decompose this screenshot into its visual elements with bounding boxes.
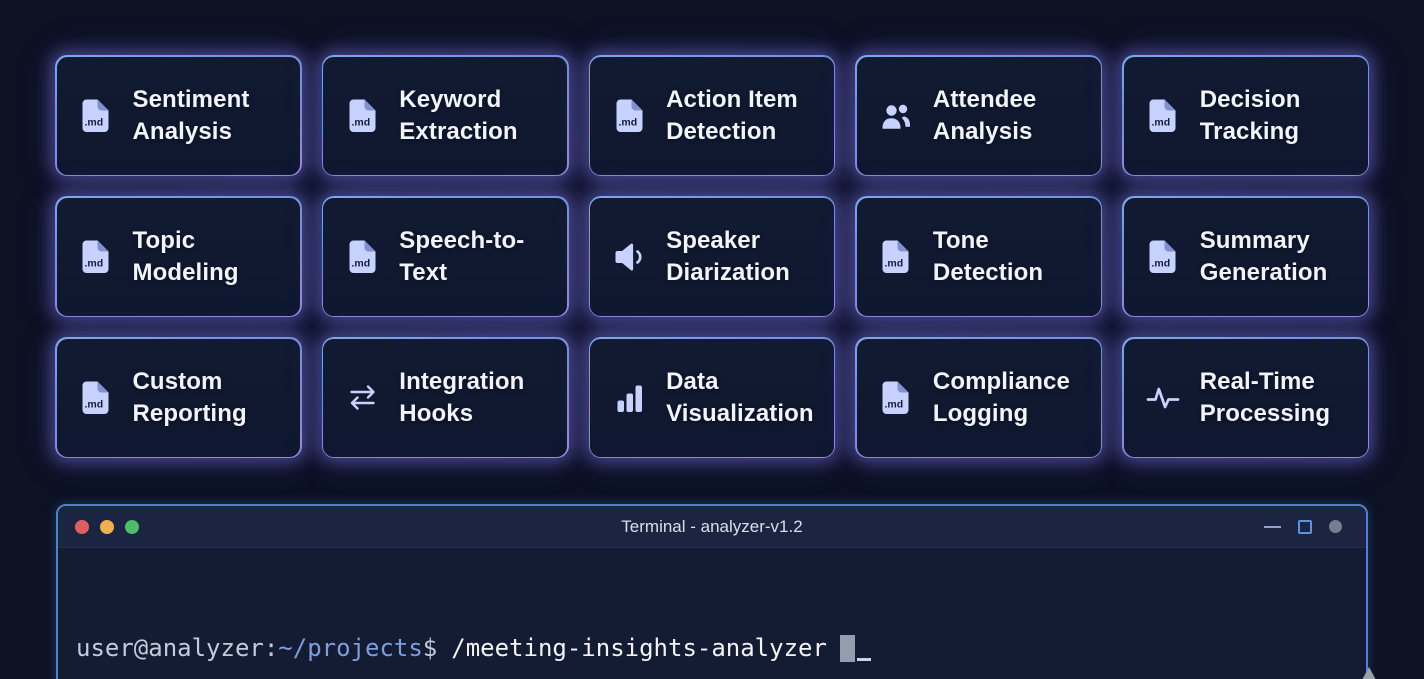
feature-card-inner: .md Action Item Detection [590, 56, 834, 175]
card-sentiment-analysis[interactable]: .md Sentiment Analysis [55, 55, 302, 176]
mouse-cursor-pointer [1362, 667, 1376, 679]
card-label: Keyword Extraction [399, 85, 518, 145]
card-label: Speaker Diarization [666, 226, 790, 286]
feature-card-inner: Data Visualization [590, 338, 834, 457]
prompt-symbol: $ [422, 634, 438, 662]
window-status-circle-icon[interactable] [1329, 520, 1342, 533]
card-label: Summary Generation [1199, 226, 1328, 286]
card-attendee-analysis[interactable]: Attendee Analysis [855, 55, 1103, 176]
svg-text:.md: .md [1152, 116, 1171, 128]
svg-text:.md: .md [85, 116, 104, 128]
card-integration-hooks[interactable]: Integration Hooks [321, 337, 569, 458]
svg-text:.md: .md [1152, 257, 1171, 269]
feature-card-inner: .md Sentiment Analysis [56, 56, 301, 175]
card-keyword-extraction[interactable]: .md Keyword Extraction [321, 55, 569, 176]
prompt-command: /meeting-insights-analyzer [451, 634, 827, 662]
card-decision-tracking[interactable]: .md Decision Tracking [1122, 55, 1369, 176]
card-custom-reporting[interactable]: .md Custom Reporting [55, 337, 302, 458]
md-file-icon: .md [79, 240, 113, 274]
svg-text:.md: .md [618, 116, 637, 128]
window-controls [1264, 519, 1342, 534]
close-traffic-light[interactable] [75, 519, 89, 534]
feature-card-inner: .md Topic Modeling [56, 197, 301, 316]
card-label: Speech-to-Text [399, 226, 525, 286]
activity-icon [1146, 384, 1180, 412]
maximize-window-icon[interactable] [1298, 519, 1312, 534]
feature-card-inner: Speaker Diarization [590, 197, 834, 316]
card-real-time-processing[interactable]: Real-Time Processing [1122, 337, 1369, 458]
card-topic-modeling[interactable]: .md Topic Modeling [55, 196, 302, 317]
md-file-icon: .md [879, 240, 913, 274]
card-label: Real-Time Processing [1199, 367, 1331, 427]
svg-text:.md: .md [885, 257, 904, 269]
md-file-icon: .md [1146, 99, 1180, 133]
card-compliance-logging[interactable]: .md Compliance Logging [855, 337, 1103, 458]
card-label: Topic Modeling [132, 226, 239, 286]
md-file-icon: .md [612, 99, 646, 133]
md-file-icon: .md [345, 240, 379, 274]
svg-text:.md: .md [351, 257, 370, 269]
card-label: Custom Reporting [132, 367, 247, 427]
svg-text:.md: .md [85, 257, 104, 269]
card-speech-to-text[interactable]: .md Speech-to-Text [321, 196, 569, 317]
md-file-icon: .md [879, 381, 913, 415]
card-label: Action Item Detection [666, 85, 798, 145]
minimize-window-icon[interactable] [1264, 525, 1281, 528]
prompt-user: user@analyzer: [76, 634, 279, 662]
svg-text:.md: .md [85, 398, 104, 410]
card-label: Sentiment Analysis [132, 85, 250, 145]
md-file-icon: .md [345, 99, 379, 133]
cursor-underscore [856, 658, 871, 661]
feature-card-inner: .md Speech-to-Text [323, 197, 568, 316]
card-label: Tone Detection [932, 226, 1044, 286]
card-tone-detection[interactable]: .md Tone Detection [855, 196, 1103, 317]
card-action-item-detection[interactable]: .md Action Item Detection [588, 55, 836, 176]
svg-text:.md: .md [885, 398, 904, 410]
feature-grid: .md Sentiment Analysis .md Keyword Extra… [55, 55, 1369, 458]
feature-card-inner: .md Tone Detection [856, 197, 1101, 316]
terminal-titlebar[interactable]: Terminal - analyzer-v1.2 [58, 506, 1366, 548]
card-label: Attendee Analysis [932, 85, 1037, 145]
traffic-lights [58, 519, 139, 534]
card-label: Data Visualization [666, 367, 814, 427]
md-file-icon: .md [79, 381, 113, 415]
minimize-traffic-light[interactable] [100, 519, 114, 534]
transfer-arrows-icon [345, 383, 379, 412]
feature-card-inner: .md Decision Tracking [1123, 56, 1368, 175]
terminal-window: Terminal - analyzer-v1.2 user@analyzer:~… [56, 504, 1368, 679]
card-label: Integration Hooks [399, 367, 525, 427]
feature-card-inner: .md Compliance Logging [856, 338, 1101, 457]
terminal-body[interactable]: user@analyzer:~/projects$ /meeting-insigh… [58, 548, 1366, 679]
prompt-line: user@analyzer:~/projects$ /meeting-insigh… [76, 632, 1346, 664]
users-icon [879, 101, 913, 131]
md-file-icon: .md [1146, 240, 1180, 274]
volume-icon [612, 242, 646, 272]
bar-chart-icon [612, 382, 646, 413]
terminal-cursor [839, 634, 855, 662]
terminal-title: Terminal - analyzer-v1.2 [621, 516, 803, 536]
card-summary-generation[interactable]: .md Summary Generation [1122, 196, 1369, 317]
prompt-path: ~/projects [278, 634, 423, 662]
feature-card-inner: .md Custom Reporting [56, 338, 301, 457]
md-file-icon: .md [79, 99, 113, 133]
feature-card-inner: Real-Time Processing [1123, 338, 1368, 457]
card-data-visualization[interactable]: Data Visualization [588, 337, 836, 458]
card-speaker-diarization[interactable]: Speaker Diarization [588, 196, 836, 317]
feature-card-inner: Attendee Analysis [856, 56, 1101, 175]
svg-text:.md: .md [351, 116, 370, 128]
feature-card-inner: .md Keyword Extraction [323, 56, 568, 175]
feature-card-inner: .md Summary Generation [1123, 197, 1368, 316]
zoom-traffic-light[interactable] [125, 519, 139, 534]
feature-card-inner: Integration Hooks [323, 338, 568, 457]
card-label: Compliance Logging [932, 367, 1070, 427]
card-label: Decision Tracking [1199, 85, 1301, 145]
